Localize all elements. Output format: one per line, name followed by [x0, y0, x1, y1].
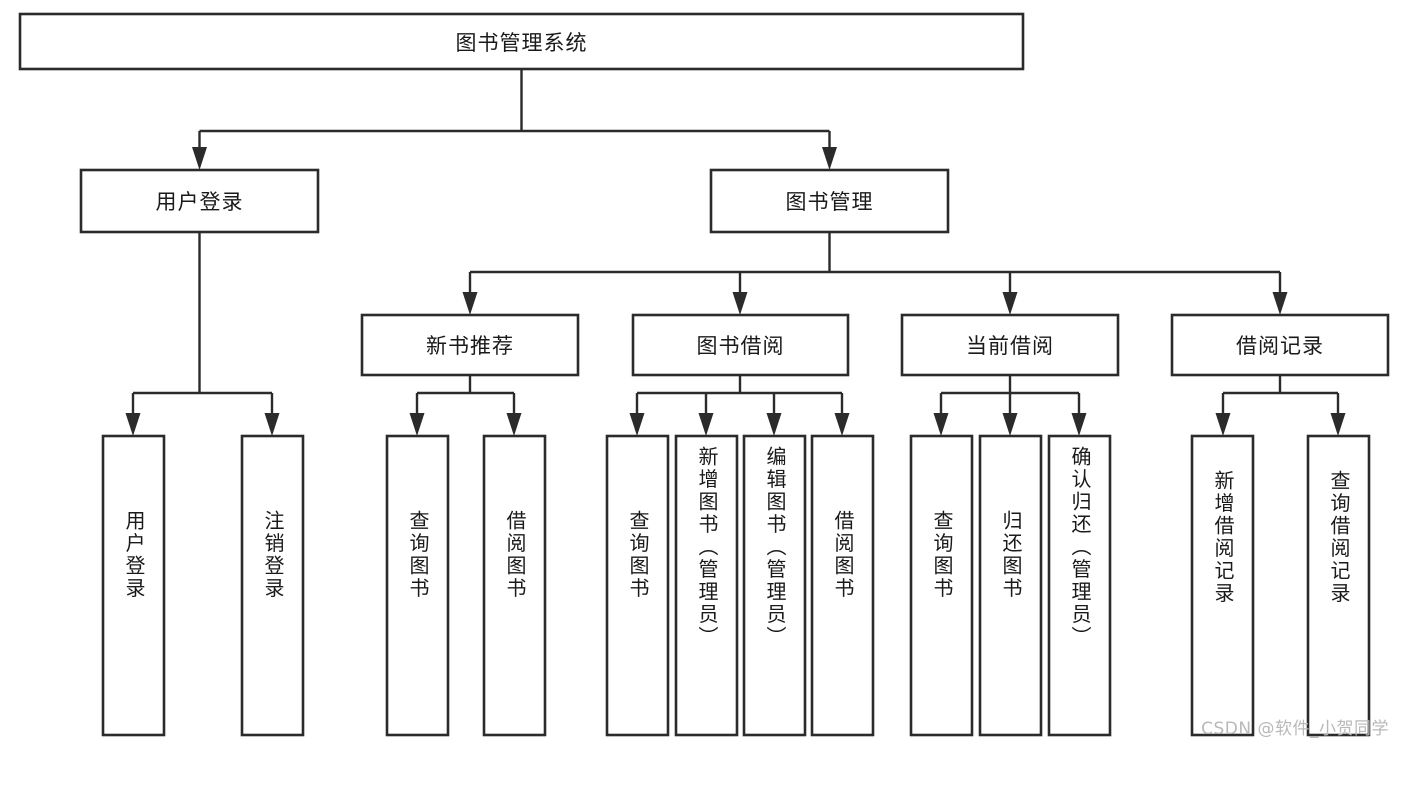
arrow-head-borrow-record [1272, 292, 1288, 315]
connector-group-current-borrow [933, 375, 1087, 436]
diagram-canvas: 图书管理系统 用户登录 图书管理 新书推荐 图书借阅 当前借阅 借阅记录 用户登… [18, 12, 1390, 739]
arrow-head-book-manage [822, 147, 837, 170]
arrow-head-cb-leaf-3 [1071, 413, 1087, 436]
arrow-head-cb-leaf-2 [1002, 413, 1018, 436]
diagram-svg [18, 12, 1390, 737]
arrow-head-ul-leaf-2 [264, 413, 280, 436]
arrow-head-nb-leaf-1 [409, 413, 425, 436]
arrow-head-br-leaf-2 [1330, 413, 1346, 436]
node-box-new-book-recommend[interactable] [360, 313, 580, 377]
arrow-head-br-leaf-1 [1215, 413, 1231, 436]
node-box-leaf-nb-2[interactable] [482, 434, 547, 737]
connector-group-book-manage [462, 232, 1288, 315]
connector-group-book-borrow [629, 375, 850, 436]
node-box-leaf-br-2[interactable] [1306, 434, 1371, 737]
arrow-head-cb-leaf-1 [933, 413, 949, 436]
node-box-leaf-cb-3[interactable] [1047, 434, 1112, 737]
arrow-head-bb-leaf-2 [698, 413, 714, 436]
connector-group-new-book [409, 375, 522, 436]
node-box-root[interactable] [18, 12, 1025, 71]
arrow-head-user-login [192, 147, 207, 170]
node-box-leaf-bb-2[interactable] [674, 434, 739, 737]
node-box-borrow-record[interactable] [1170, 313, 1390, 377]
arrow-head-book-borrow [732, 292, 748, 315]
node-box-book-manage[interactable] [709, 168, 950, 234]
connector-group-root [192, 69, 837, 170]
node-box-leaf-bb-3[interactable] [742, 434, 807, 737]
connector-group-borrow-record [1215, 375, 1346, 436]
arrow-head-bb-leaf-4 [834, 413, 850, 436]
node-box-book-borrow[interactable] [631, 313, 850, 377]
node-box-current-borrow[interactable] [900, 313, 1120, 377]
arrow-head-current-borrow [1002, 292, 1018, 315]
arrow-head-bb-leaf-1 [629, 413, 645, 436]
arrow-head-ul-leaf-1 [125, 413, 141, 436]
connector-group-user-login [125, 232, 280, 436]
node-box-leaf-br-1[interactable] [1190, 434, 1255, 737]
node-box-leaf-cb-2[interactable] [978, 434, 1043, 737]
node-box-leaf-ul-1[interactable] [101, 434, 166, 737]
node-box-leaf-cb-1[interactable] [909, 434, 974, 737]
node-box-leaf-ul-2[interactable] [240, 434, 305, 737]
arrow-head-new-book [462, 292, 478, 315]
node-box-user-login[interactable] [79, 168, 320, 234]
watermark-text: CSDN @软件_小贺同学 [1201, 719, 1389, 739]
arrow-head-bb-leaf-3 [766, 413, 782, 436]
node-box-leaf-bb-1[interactable] [605, 434, 670, 737]
arrow-head-nb-leaf-2 [506, 413, 522, 436]
node-box-leaf-bb-4[interactable] [810, 434, 875, 737]
node-box-leaf-nb-1[interactable] [385, 434, 450, 737]
